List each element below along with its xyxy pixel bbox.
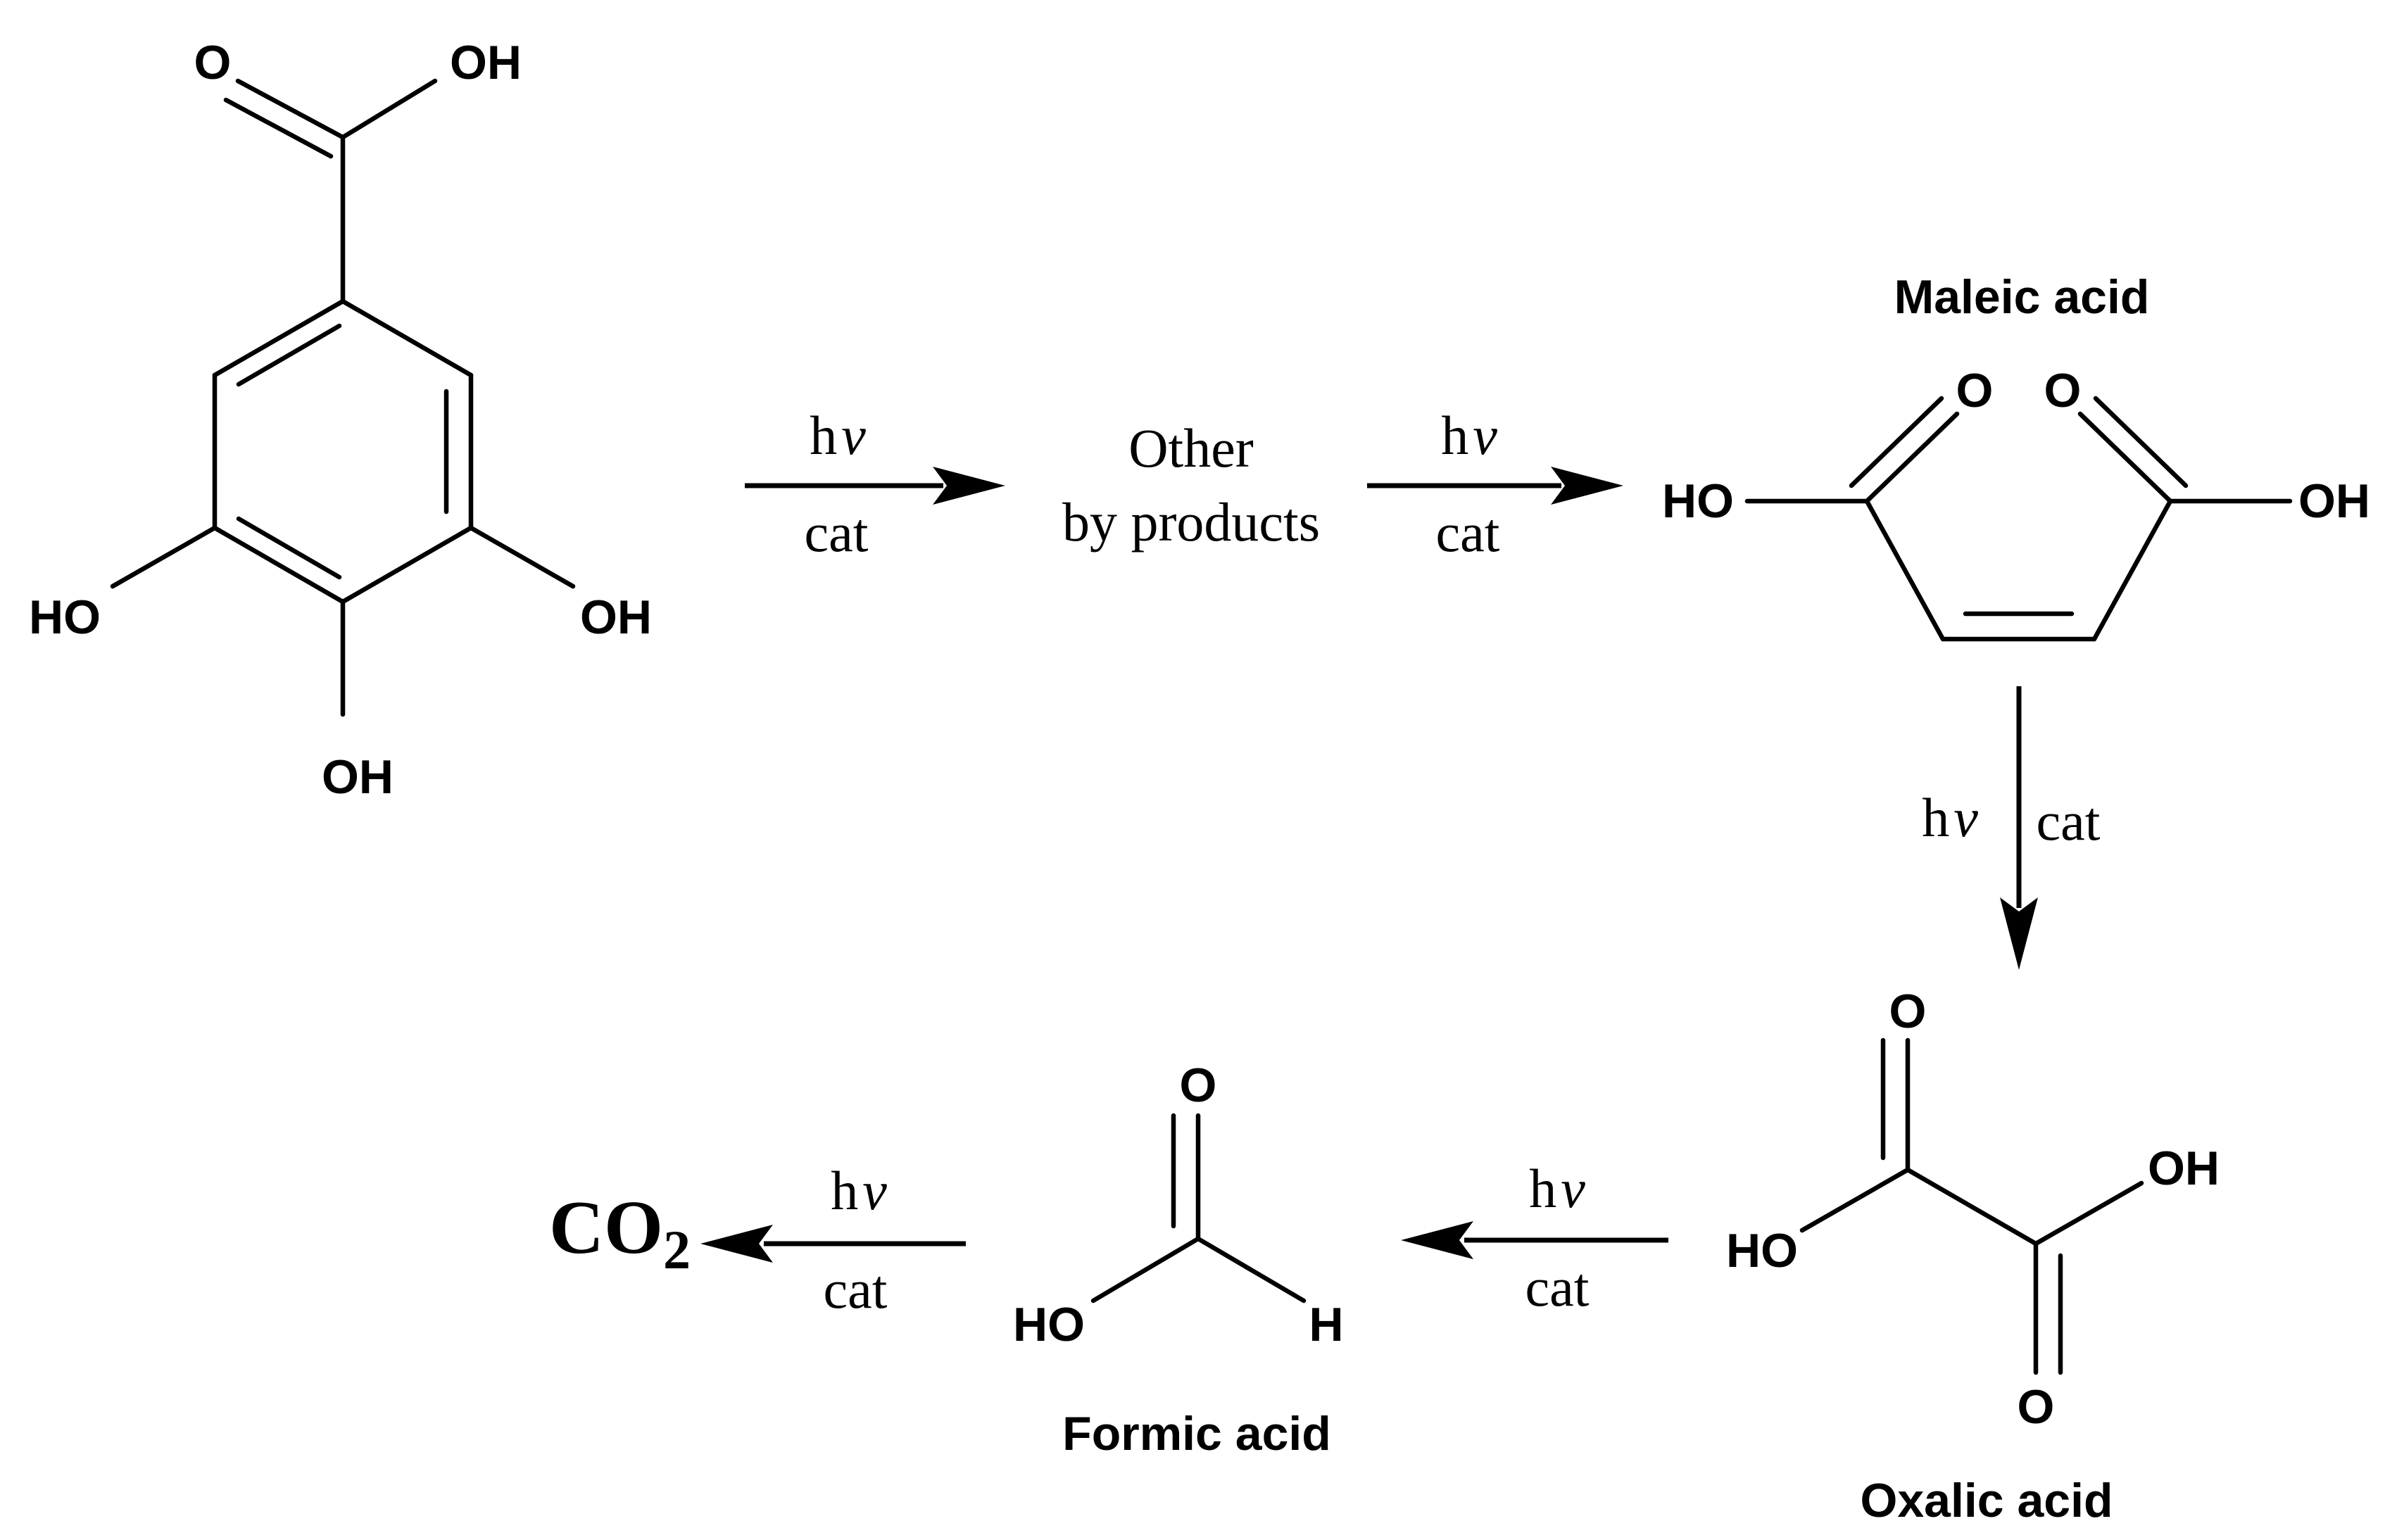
formic-acid-name: Formic acid bbox=[1062, 1407, 1331, 1460]
maleic-ho-left-label: HO bbox=[1662, 474, 1734, 528]
step1-condition-above: hν bbox=[810, 405, 866, 466]
step2-catalyst-label: cat bbox=[1436, 502, 1500, 563]
maleic-acid-name: Maleic acid bbox=[1894, 270, 2150, 324]
step3-catalyst-label: cat bbox=[2037, 790, 2101, 852]
step4-catalyst-label: cat bbox=[1525, 1256, 1590, 1318]
oxalic-acid-structure: O O HO OH Oxalic acid bbox=[1726, 985, 2220, 1527]
step5-condition-above: hν bbox=[831, 1160, 887, 1221]
oxalic-o-top-label: O bbox=[1889, 985, 1927, 1038]
intermediate-line2: by products bbox=[1062, 491, 1320, 553]
oxalic-ho-left-label: HO bbox=[1726, 1224, 1798, 1277]
maleic-acid-structure: Maleic acid O O HO OH bbox=[1662, 270, 2370, 642]
oxalic-acid-name: Oxalic acid bbox=[1860, 1474, 2113, 1527]
intermediate-label: Other by products bbox=[1062, 417, 1320, 553]
reaction-arrow-3: hν cat bbox=[1922, 686, 2101, 970]
gallic-oh-left-label: HO bbox=[29, 591, 101, 644]
formic-acid-structure: O HO H Formic acid bbox=[1013, 1059, 1344, 1460]
formic-o-top-label: O bbox=[1180, 1059, 1217, 1112]
step2-condition-above: hν bbox=[1441, 405, 1497, 466]
gallic-carboxyl-o-label: O bbox=[194, 36, 232, 89]
maleic-o-right-label: O bbox=[2044, 364, 2082, 417]
maleic-o-left-label: O bbox=[1956, 364, 1994, 417]
step3-condition-left: hν bbox=[1922, 787, 1978, 848]
gallic-acid-structure: O OH HO OH OH bbox=[29, 36, 652, 804]
co2-product-label: CO2 bbox=[549, 1186, 691, 1280]
reaction-arrow-5: hν cat bbox=[700, 1160, 966, 1320]
gallic-oh-bottom-label: OH bbox=[322, 750, 394, 804]
reaction-arrow-1: hν cat bbox=[745, 405, 1005, 563]
gallic-carboxyl-oh-label: OH bbox=[450, 36, 522, 89]
reaction-arrow-4: hν cat bbox=[1401, 1158, 1668, 1318]
formic-h-label: H bbox=[1309, 1298, 1343, 1351]
intermediate-line1: Other bbox=[1128, 417, 1254, 479]
reaction-arrow-2: hν cat bbox=[1367, 405, 1623, 563]
step5-catalyst-label: cat bbox=[824, 1258, 888, 1320]
formic-ho-label: HO bbox=[1013, 1298, 1085, 1351]
gallic-oh-right-label: OH bbox=[580, 591, 652, 644]
oxalic-o-bottom-label: O bbox=[2018, 1380, 2055, 1434]
maleic-oh-right-label: OH bbox=[2298, 474, 2370, 528]
oxalic-oh-right-label: OH bbox=[2148, 1142, 2220, 1195]
step4-condition-above: hν bbox=[1529, 1158, 1585, 1219]
step1-catalyst-label: cat bbox=[805, 502, 869, 563]
